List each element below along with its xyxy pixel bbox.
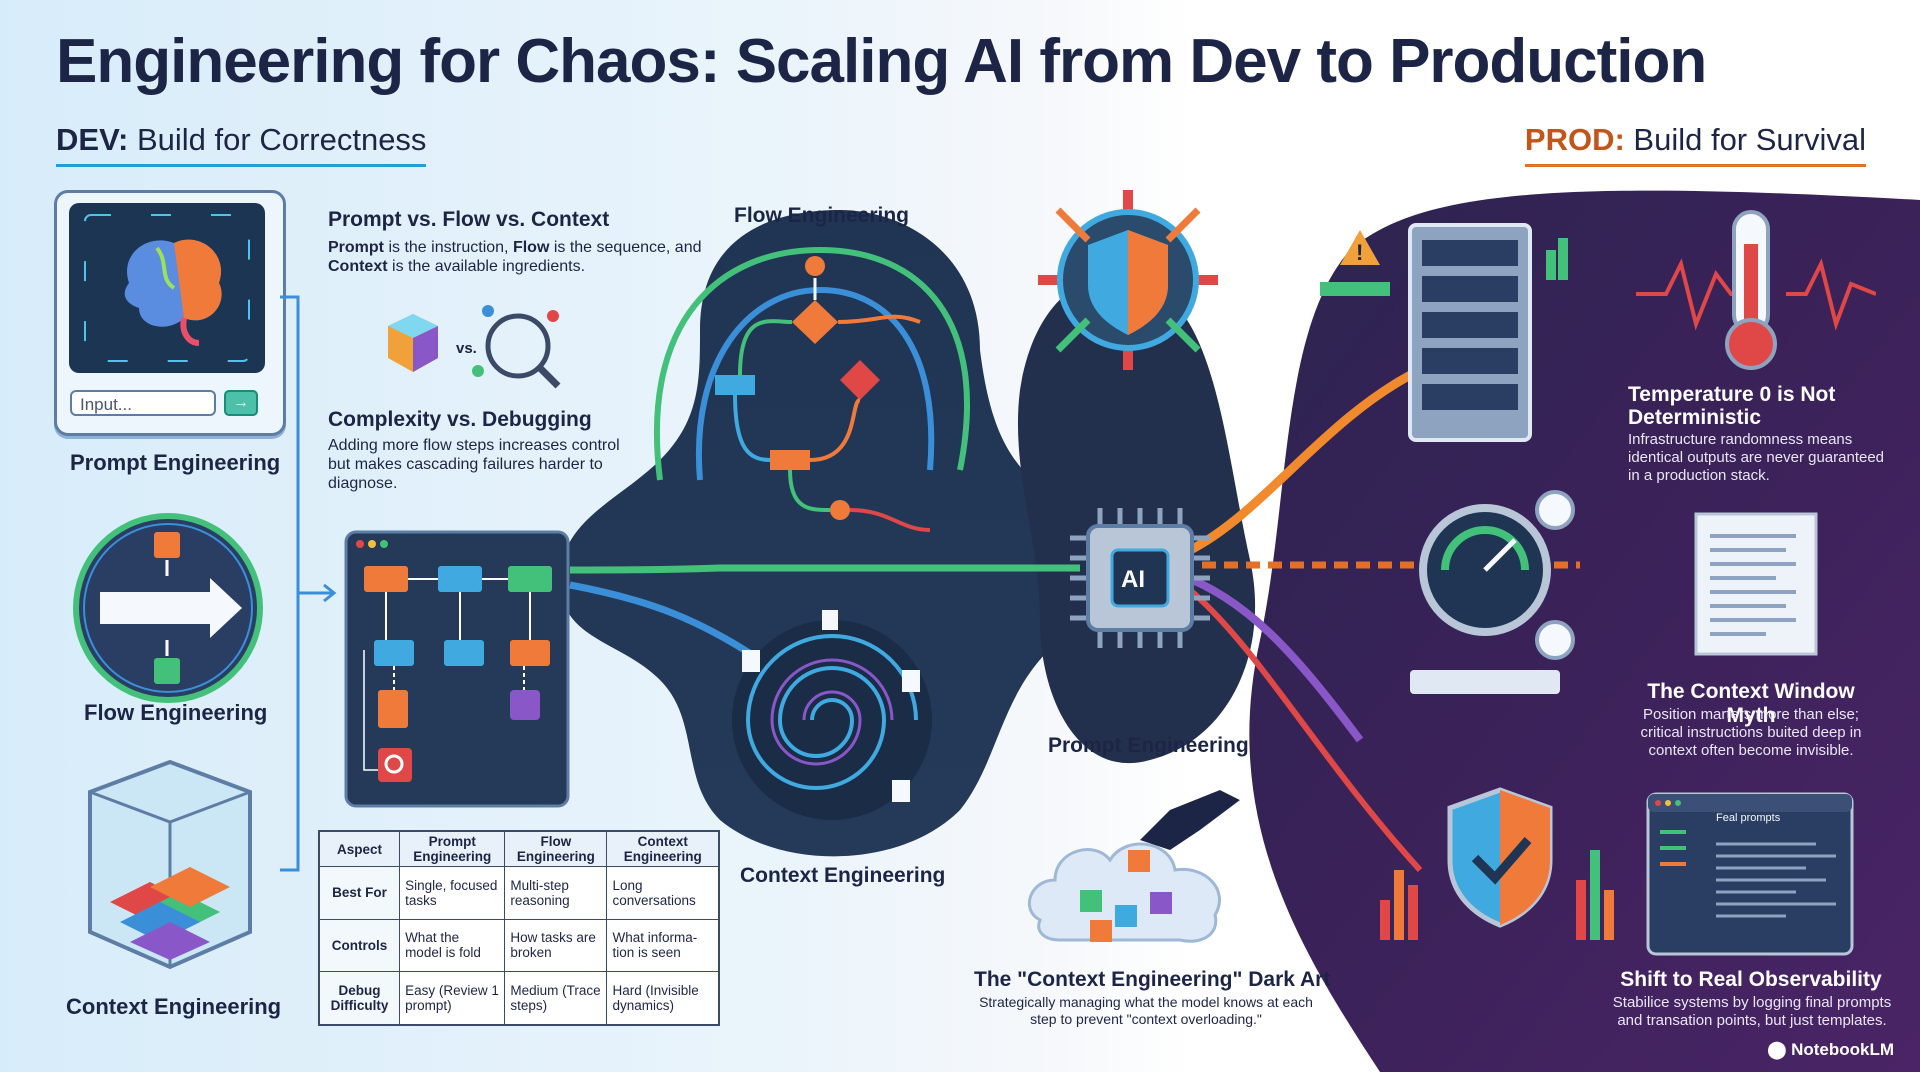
comparison-table: Aspect Prompt Engineering Flow Engineeri… — [318, 830, 720, 1026]
table-cell: What the model is fold — [399, 918, 506, 973]
table-cell: Single, focused tasks — [399, 866, 506, 920]
brand-icon: ⬤ — [1767, 1040, 1792, 1059]
temperature-title: Temperature 0 is Not Deterministic — [1628, 383, 1836, 429]
table-cell: Easy (Review 1 prompt) — [399, 971, 506, 1026]
cube-vs-network-icon — [388, 305, 561, 389]
page-title: Engineering for Chaos: Scaling AI from D… — [56, 27, 1707, 96]
center-dark-blob-2 — [1017, 274, 1256, 764]
table-header-cell: Context Engineering — [606, 830, 720, 867]
center-flow-label: Flow Engineering — [734, 204, 910, 227]
observability-title: Shift to Real Observability — [1620, 968, 1882, 991]
left-connector — [280, 295, 337, 872]
table-row-header: Debug Difficulty — [318, 971, 401, 1026]
table-header-cell: Prompt Engineering — [399, 830, 506, 867]
prompt-vs-desc-2: is the sequence, and — [549, 239, 702, 256]
prod-header: PROD: Build for Survival — [1524, 122, 1866, 167]
brand-text: NotebookLM — [1791, 1040, 1894, 1059]
document-scroll-icon — [1694, 512, 1818, 656]
prompt-vs-bold-2: Flow — [512, 239, 550, 256]
prompt-input[interactable]: Input... — [70, 390, 216, 416]
shield-compass-icon — [1038, 190, 1218, 370]
context-window-title: The Context Window Myth — [1647, 680, 1855, 727]
flow-engineering-circle-icon — [73, 513, 263, 703]
submit-arrow-button[interactable]: → — [224, 390, 258, 416]
prompt-vs-desc-1: is the instruction, — [384, 239, 513, 256]
table-cell: How tasks are broken — [504, 918, 608, 973]
hand-cloud-cubes-icon — [1027, 782, 1248, 943]
flow-line-purple — [1178, 571, 1364, 743]
table-row: Controls What the model is fold How task… — [318, 918, 720, 973]
table-cell: Long conversations — [606, 866, 720, 920]
table-cell: Hard (Invisible dynamics) — [606, 971, 720, 1026]
prod-header-text: Build for Survival — [1633, 122, 1866, 157]
center-prompt-label: Prompt Engineering — [1048, 734, 1249, 757]
context-window-desc: Position marters more than else; critica… — [1640, 706, 1862, 759]
server-rack-icon: ! — [1320, 223, 1568, 442]
observability-panel-label: Feal prompts — [1716, 812, 1781, 824]
flow-engineering-label: Flow Engineering — [84, 700, 268, 725]
brand-logo: ⬤ NotebookLM — [1767, 1040, 1894, 1060]
flow-line-orange-prod — [1178, 365, 1423, 560]
context-engineering-label: Context Engineering — [66, 994, 282, 1019]
context-glass-box-icon — [88, 759, 252, 970]
dark-art-title: The "Context Engineering" Dark Art — [974, 968, 1331, 991]
table-cell: What informa-tion is seen — [606, 918, 720, 973]
table-row: Best For Single, focused tasks Multi-ste… — [318, 866, 720, 920]
table-row: Debug Difficulty Easy (Review 1 prompt) … — [318, 971, 720, 1026]
prompt-vs-desc-3: is the available ingredients. — [387, 258, 586, 275]
prompt-vs-title: Prompt vs. Flow vs. Context — [328, 208, 610, 231]
dark-art-desc: Strategically managing what the model kn… — [979, 994, 1313, 1027]
prompt-vs-bold-1: Prompt — [328, 239, 384, 256]
thermometer-icon — [1636, 210, 1876, 370]
svg-text:!: ! — [1356, 240, 1363, 265]
ai-chip-label: AI — [1121, 566, 1145, 593]
check-shield-icon — [1380, 787, 1614, 940]
center-context-label: Context Engineering — [740, 864, 946, 887]
flow-line-green — [569, 564, 1080, 574]
flow-arch — [653, 246, 971, 481]
prompt-vs-desc: Prompt is the instruction, Flow is the s… — [328, 238, 708, 276]
dev-header-prefix: DEV: — [56, 122, 129, 157]
table-cell: Medium (Trace steps) — [504, 971, 608, 1026]
observability-panel — [1646, 792, 1854, 956]
complexity-title: Complexity vs. Debugging — [328, 408, 592, 431]
flowchart-window — [344, 530, 570, 808]
table-row-header: Controls — [318, 918, 401, 973]
prod-header-prefix: PROD: — [1524, 122, 1625, 157]
flow-steps-diagram — [715, 256, 931, 532]
prompt-vs-bold-3: Context — [328, 258, 388, 275]
flow-arch-inner — [695, 286, 935, 481]
table-header-cell: Flow Engineering — [504, 830, 608, 867]
gauge-icon — [1410, 490, 1575, 694]
table-header-row: Aspect Prompt Engineering Flow Engineeri… — [318, 830, 720, 867]
table-row-header: Best For — [318, 866, 401, 920]
temperature-desc: Infrastructure randomness means identica… — [1628, 431, 1885, 484]
vs-text: vs. — [456, 340, 477, 357]
table-cell: Multi-step reasoning — [504, 866, 608, 920]
brain-icon — [69, 203, 265, 373]
flow-line-red — [1188, 587, 1423, 873]
flow-line-blue — [569, 581, 762, 663]
context-vortex-icon — [732, 610, 932, 820]
observability-desc: Stabilice systems by logging final promp… — [1612, 994, 1892, 1029]
prompt-engineering-label: Prompt Engineering — [70, 450, 281, 475]
dev-header-text: Build for Correctness — [136, 122, 427, 157]
ai-chip-icon — [1070, 508, 1210, 648]
table-header-cell: Aspect — [318, 830, 401, 867]
complexity-desc: Adding more flow steps increases control… — [328, 437, 620, 492]
dev-header: DEV: Build for Correctness — [56, 122, 427, 167]
